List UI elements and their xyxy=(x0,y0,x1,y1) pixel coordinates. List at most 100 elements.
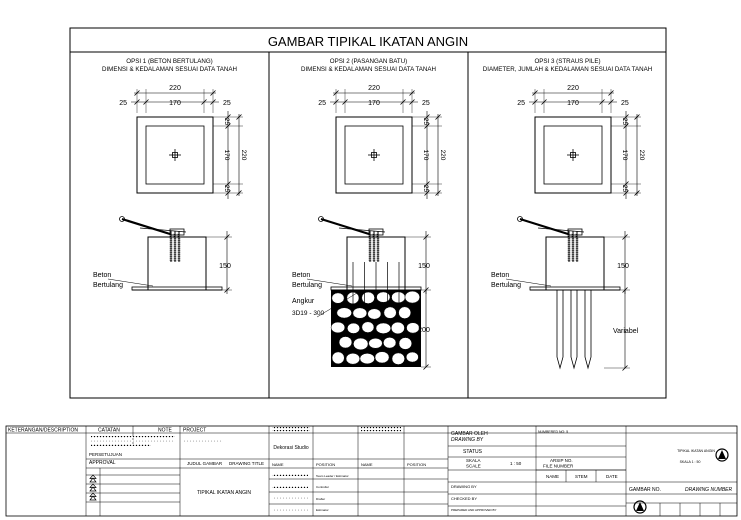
tb-role-4: Estimator xyxy=(316,508,329,512)
anchor-bolt-icon xyxy=(368,231,380,262)
option-subheading: DIAMETER, JUMLAH & KEDALAMAN SESUAI DATA… xyxy=(483,66,652,73)
svg-text:170: 170 xyxy=(368,100,380,107)
tb-keterangan: KETERANGAN/DESCRIPTION xyxy=(8,428,78,434)
svg-text:220: 220 xyxy=(567,85,579,92)
tb-status: STATUS xyxy=(463,449,483,455)
label-concrete: Beton xyxy=(491,272,509,279)
svg-text:150: 150 xyxy=(617,263,629,270)
tb-drawing-by-2: DRAWING BY xyxy=(451,484,477,489)
svg-text:170: 170 xyxy=(567,100,579,107)
label-anchor-spec: 3D19 - 300 xyxy=(292,310,325,317)
label-concrete-2: Bertulang xyxy=(93,282,123,289)
option-panel-1: OPSI 1 (BETON BERTULANG)DIMENSI & KEDALA… xyxy=(93,58,247,294)
wind-brace-cable-icon xyxy=(517,216,585,236)
option-heading: OPSI 2 (PASANGAN BATU) xyxy=(330,58,407,65)
tb-approval: APPROVAL xyxy=(89,460,116,466)
column-center-icon xyxy=(567,149,579,161)
svg-text:220: 220 xyxy=(439,150,446,161)
svg-text:25: 25 xyxy=(422,185,429,193)
svg-text:150: 150 xyxy=(219,263,231,270)
tb-persetujuan: PERSETUJUAN xyxy=(89,452,122,457)
tb-drawing-title: DRAWING TITLE xyxy=(229,461,264,466)
svg-text:220: 220 xyxy=(240,150,247,161)
svg-text:220: 220 xyxy=(368,85,380,92)
svg-text:170: 170 xyxy=(621,150,628,161)
column-center-icon xyxy=(169,149,181,161)
svg-text:200: 200 xyxy=(418,327,430,334)
option-subheading: DIMENSI & KEDALAMAN SESUAI DATA TANAH xyxy=(102,66,237,73)
tb-date: DATE xyxy=(606,474,618,479)
footing-plan-inner xyxy=(344,125,404,185)
tb-small-no: NUMBERED NO: 5 xyxy=(538,430,568,434)
tb-project: PROJECT xyxy=(183,428,206,434)
main-frame xyxy=(69,27,667,399)
svg-text:25: 25 xyxy=(119,100,127,107)
tb-note: NOTE xyxy=(158,428,173,434)
footing-plan-inner xyxy=(145,125,205,185)
footing-plan-outer xyxy=(136,116,214,194)
tb-arsip: ARSIP NO. xyxy=(550,458,573,463)
north-arrow-icon xyxy=(715,448,729,462)
anchor-bolt-icon xyxy=(169,231,181,262)
tb-role-1: Team Leader / Estimator xyxy=(316,474,349,478)
tb-role-3: Drafter xyxy=(316,497,325,501)
footing-plan-outer xyxy=(534,116,612,194)
tb-name-2: NAME xyxy=(361,462,373,467)
svg-text:25: 25 xyxy=(621,118,628,126)
tb-name-3: NAME xyxy=(546,474,559,479)
tb-scale-value: 1 : 50 xyxy=(510,461,522,466)
tb-position-2: POSITION xyxy=(407,462,426,467)
svg-text:25: 25 xyxy=(223,118,230,126)
straus-pile xyxy=(584,290,592,370)
label-concrete-2: Bertulang xyxy=(292,282,322,289)
svg-text:25: 25 xyxy=(223,185,230,193)
svg-text:150: 150 xyxy=(418,263,430,270)
svg-text:170: 170 xyxy=(422,150,429,161)
label-concrete: Beton xyxy=(93,272,111,279)
tb-consultant-name: Dekorasi Studio xyxy=(273,445,309,451)
svg-text:25: 25 xyxy=(517,100,525,107)
svg-text:220: 220 xyxy=(638,150,645,161)
footing-plan-inner xyxy=(543,125,603,185)
svg-text:170: 170 xyxy=(169,100,181,107)
option-subheading: DIMENSI & KEDALAMAN SESUAI DATA TANAH xyxy=(301,66,436,73)
straus-pile xyxy=(556,290,564,370)
svg-text:25: 25 xyxy=(318,100,326,107)
tb-mini-scale: SKALA 1 : 50 xyxy=(680,460,701,464)
tb-approved: PREPARED AND APPROVED BY xyxy=(451,508,496,512)
plan-dimensions: 220 25 170 25 25 170 220 25 xyxy=(318,85,446,199)
wind-brace-cable-icon xyxy=(318,216,386,236)
section-dimensions: 150 200 xyxy=(405,231,431,370)
svg-text:25: 25 xyxy=(621,100,629,107)
tb-name-1: NAME xyxy=(272,462,284,467)
revision-triangle-icon xyxy=(89,474,97,501)
tb-role-2: Controller xyxy=(316,485,329,489)
company-logo-icon xyxy=(633,500,647,514)
footing-plan-outer xyxy=(335,116,413,194)
tb-scale: SCALE xyxy=(466,464,481,469)
tb-judul-gambar: JUDUL GAMBAR xyxy=(187,461,223,466)
option-panel-3: OPSI 3 (STRAUS PILE)DIAMETER, JUMLAH & K… xyxy=(483,58,652,371)
tb-skala: SKALA xyxy=(466,458,481,463)
label-concrete: Beton xyxy=(292,272,310,279)
tb-gambar-no: GAMBAR NO. xyxy=(629,487,661,493)
tb-stem: STEM xyxy=(575,474,588,479)
svg-text:25: 25 xyxy=(422,100,430,107)
anchor-bolt-icon xyxy=(567,231,579,262)
option-heading: OPSI 3 (STRAUS PILE) xyxy=(534,58,600,65)
svg-text:25: 25 xyxy=(422,118,429,126)
tb-drawing-title-value: TIPIKAL IKATAN ANGIN xyxy=(197,490,251,496)
svg-text:Variabel: Variabel xyxy=(613,328,639,335)
tb-mini-title: TIPIKAL IKATAN ANGIN xyxy=(677,449,715,453)
title-block: KETERANGAN/DESCRIPTION CATATAN NOTE PROJ… xyxy=(5,425,738,517)
tb-drawing-by: DRAWING BY xyxy=(451,437,484,443)
option-panel-2: OPSI 2 (PASANGAN BATU)DIMENSI & KEDALAMA… xyxy=(292,58,446,370)
svg-text:220: 220 xyxy=(169,85,181,92)
tb-catatan: CATATAN xyxy=(98,428,120,434)
